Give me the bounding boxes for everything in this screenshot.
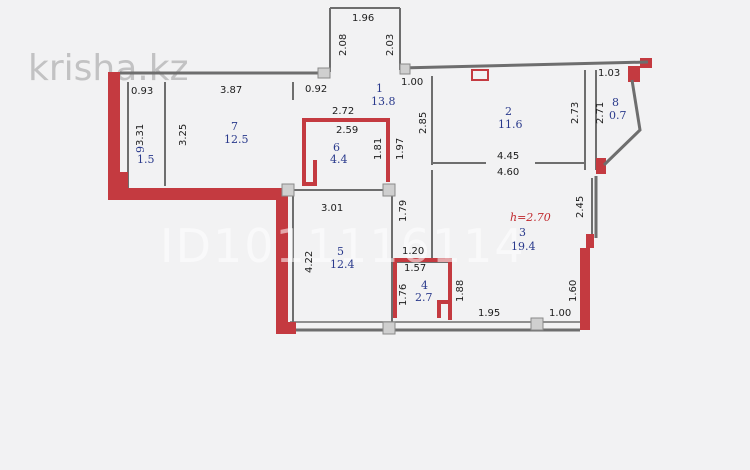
dimension-label: 3.01	[321, 203, 343, 214]
room-number: 5	[337, 245, 344, 258]
load-bearing-walls	[108, 58, 652, 334]
dimension-label: 4.22	[304, 251, 315, 273]
dimension-label: 3.31	[135, 124, 146, 146]
room-area: 4.4	[330, 153, 348, 166]
room-number: 9	[134, 146, 147, 153]
dimension-label: 1.95	[478, 308, 500, 319]
room-area: 11.6	[498, 118, 523, 131]
dimension-labels: 1.96 2.08 2.03 0.93 3.87 3.31 3.25 0.92 …	[131, 13, 620, 319]
dimension-label: 2.45	[575, 196, 586, 218]
dimension-label: 2.08	[338, 34, 349, 56]
room-area: 2.7	[415, 291, 433, 304]
room-number: 2	[505, 105, 512, 118]
dimension-label: 3.87	[220, 85, 242, 96]
dimension-label: 2.71	[595, 102, 606, 124]
ceiling-height-label: h=2.70	[510, 211, 551, 224]
dimension-label: 1.79	[398, 200, 409, 222]
room-number: 1	[376, 82, 383, 95]
dimension-label: 0.92	[305, 84, 327, 95]
dimension-label: 1.81	[373, 138, 384, 160]
dimension-label: 1.76	[398, 284, 409, 306]
room-area: 1.5	[137, 153, 155, 166]
room-labels: 1 13.8 2 11.6 3 19.4 4 2.7 5 12.4 6 4.4 …	[134, 82, 627, 304]
dimension-label: 3.25	[178, 124, 189, 146]
dimension-label: 1.96	[352, 13, 374, 24]
exterior-walls	[120, 60, 649, 332]
room-area: 0.7	[609, 109, 627, 122]
dimension-label: 2.03	[385, 34, 396, 56]
dimension-label: 4.45	[497, 151, 519, 162]
room-area: 13.8	[371, 95, 396, 108]
dimension-label: 2.85	[418, 112, 429, 134]
dimension-label: 1.97	[395, 138, 406, 160]
dimension-label: 0.93	[131, 86, 153, 97]
interior-walls	[127, 7, 597, 328]
dimension-label: 1.03	[598, 68, 620, 79]
dimension-label: 1.57	[404, 263, 426, 274]
dimension-label: 1.00	[401, 77, 423, 88]
room-number: 7	[231, 120, 238, 133]
dimension-label: 2.72	[332, 106, 354, 117]
room-area: 12.4	[330, 258, 355, 271]
dimension-label: 2.73	[570, 102, 581, 124]
dimension-label: 1.20	[402, 246, 424, 257]
dimension-label: 4.60	[497, 167, 519, 178]
watermark-listing-id: ID1011116114	[160, 219, 526, 273]
dimension-label: 1.00	[549, 308, 571, 319]
room-number: 6	[333, 141, 340, 154]
room-number: 3	[519, 226, 526, 239]
columns	[281, 63, 544, 335]
dimension-label: 2.59	[336, 125, 358, 136]
dimension-label: 1.88	[455, 280, 466, 302]
room-number: 4	[421, 279, 428, 292]
room-area: 12.5	[224, 133, 249, 146]
room-number: 8	[612, 96, 619, 109]
dimension-label: 1.60	[568, 280, 579, 302]
room-area: 19.4	[511, 240, 536, 253]
